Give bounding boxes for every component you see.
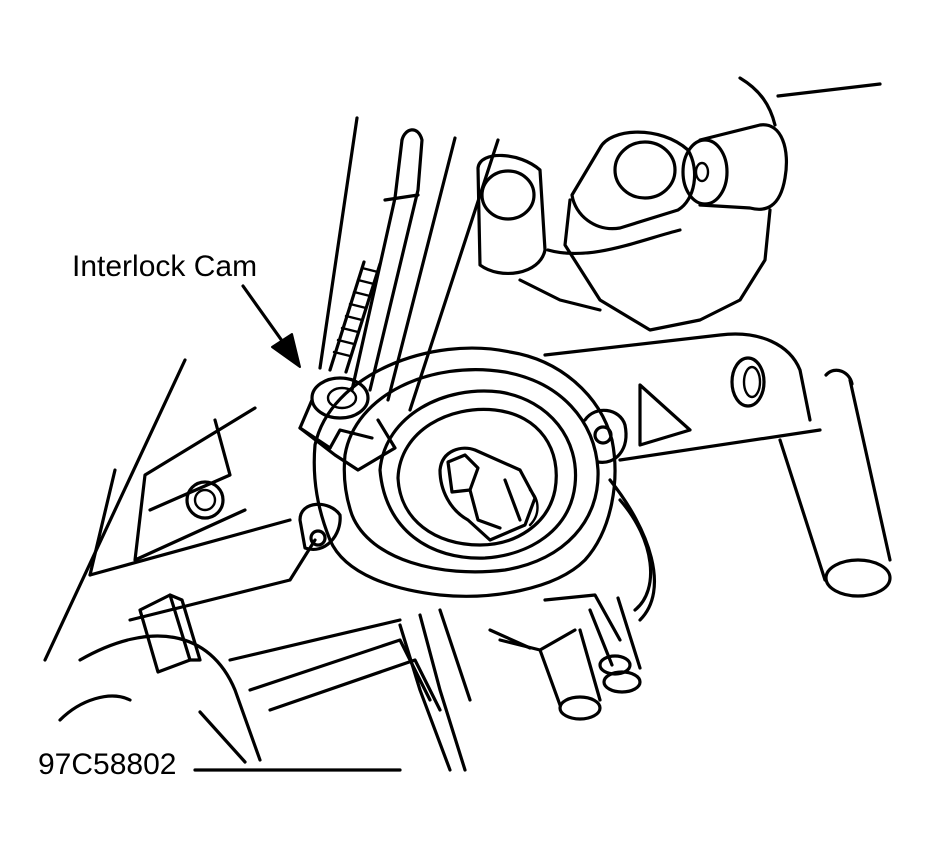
switch-housing bbox=[298, 346, 628, 598]
upper-bracket bbox=[518, 76, 892, 598]
interlock-cam-label: Interlock Cam bbox=[72, 250, 257, 283]
figure-code-label: 97C58802 bbox=[38, 748, 176, 781]
lower-frame bbox=[43, 358, 532, 772]
upper-pin bbox=[476, 153, 547, 275]
lower-posts bbox=[498, 478, 656, 721]
interlock-cam bbox=[298, 376, 397, 472]
callout-arrow bbox=[241, 284, 301, 368]
tool-rods bbox=[318, 116, 500, 412]
